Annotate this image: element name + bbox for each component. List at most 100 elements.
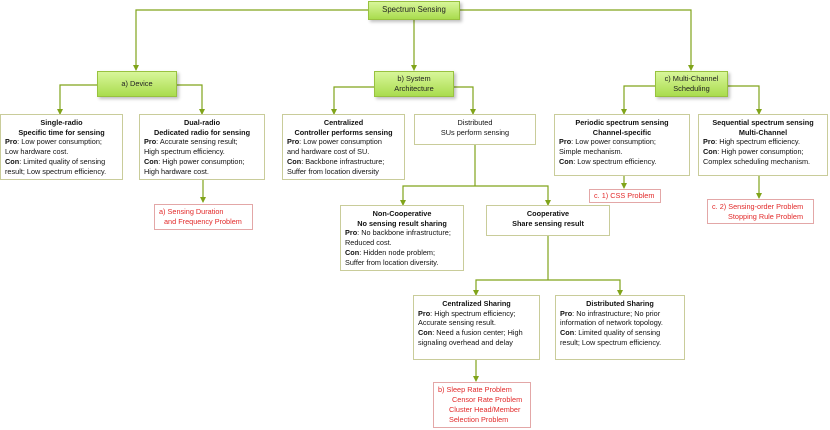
problem-line: Cluster Head/Member [449,404,521,414]
problem-line: Stopping Rule Problem [728,211,804,221]
connector-coop-distributed [548,279,623,296]
problem-line: c. 1) CSS Problem [594,191,655,200]
root-spectrum-sensing: Spectrum Sensing [368,1,460,20]
pro-label: Pro [418,308,431,318]
problem-line: Selection Problem [449,414,509,424]
box-heading: Centralized [323,118,364,127]
category-multi-channel-scheduling: c) Multi-Channel Scheduling [655,71,728,97]
category-multichannel-line: c) Multi-Channel [664,74,719,84]
category-device: a) Device [97,71,177,97]
pro-text: : Low power consumption [299,137,382,147]
con-label: Con [703,147,718,157]
problem-line: b) Sleep Rate Problem [438,385,512,394]
pro-line: information of network topology. [560,318,663,328]
con-text: : High power consumption; [717,147,804,157]
con-line: Suffer from location diversity. [345,257,439,267]
box-heading: Specific time for sensing [18,127,105,137]
category-multichannel-line: Scheduling [673,84,710,93]
con-label: Con [560,328,575,338]
problem-b-box: b) Sleep Rate Problem Censor Rate Proble… [433,382,531,428]
pro-label: Pro [287,137,300,147]
connector-root-multichannel [460,9,694,71]
connector-arch-centralized [331,86,374,115]
con-line: signaling overhead and delay [418,337,513,347]
con-line: Con: Backbone infrastructure; [287,157,400,167]
pro-line: Pro: High spectrum efficiency; [418,309,535,319]
pro-line: High spectrum efficiency. [144,147,225,157]
dual-radio-box: Dual-radio Dedicated radio for sensing P… [139,114,265,180]
problem-line: c. 2) Sensing-order Problem [712,202,804,211]
connector-mc-sequential [728,85,762,115]
pro-text: : No backbone infrastructure; [357,228,451,238]
con-text: : Low spectrum efficiency. [573,156,657,166]
box-heading: Controller performs sensing [294,127,393,137]
box-heading: No sensing result sharing [357,218,447,228]
con-text: : Limited quality of sensing [574,328,661,338]
con-text: : Backbone infrastructure; [301,156,385,166]
connector-root-device [133,9,368,71]
con-label: Con [345,247,360,257]
connector-arch-distributed [454,86,476,115]
pro-text: : Low power consumption; [571,137,656,147]
pro-text: : No infrastructure; No prior [572,308,661,318]
box-heading: Periodic spectrum sensing [575,118,669,127]
cooperative-box: Cooperative Share sensing result [486,205,610,236]
distributed-sharing-box: Distributed Sharing Pro: No infrastructu… [555,295,685,360]
con-line: Con: Limited quality of sensing [5,157,118,167]
box-heading: Dedicated radio for sensing [153,127,251,137]
con-line: Con: Hidden node problem; [345,248,459,258]
box-heading: Distributed [457,118,493,127]
distributed-box: Distributed SUs perform sensing [414,114,536,145]
category-architecture-line: b) System [397,74,431,84]
single-radio-box: Single-radio Specific time for sensing P… [0,114,123,180]
con-line: Con: Limited quality of sensing [560,328,680,338]
con-line: Con: Need a fusion center; High [418,328,535,338]
con-label: Con [287,156,302,166]
problem-c2-box: c. 2) Sensing-order Problem Stopping Rul… [707,199,814,224]
connector-mc-periodic [621,85,655,115]
box-heading: Distributed Sharing [586,299,654,308]
pro-label: Pro [345,228,358,238]
pro-label: Pro [703,137,716,147]
pro-line: Simple mechanism. [559,147,623,157]
pro-line: Pro: Low power consumption; [559,137,685,147]
pro-line: Accurate sensing result. [418,318,496,328]
periodic-sensing-box: Periodic spectrum sensing Channel-specif… [554,114,690,176]
root-title: Spectrum Sensing [382,5,446,15]
con-label: Con [144,156,159,166]
pro-text: : High spectrum efficiency; [430,308,516,318]
con-text: : Limited quality of sensing [19,156,106,166]
box-heading: Multi-Channel [738,127,788,137]
connector-device-dual [177,84,205,115]
box-heading: Sequential spectrum sensing [712,118,814,127]
non-cooperative-box: Non-Cooperative No sensing result sharin… [340,205,464,271]
con-label: Con [559,156,574,166]
con-line: Suffer from location diversity [287,166,379,176]
connector-distributed-noncoop [400,185,475,206]
connector-distributed-coop [475,185,551,206]
pro-line: Low hardware cost. [5,147,69,157]
problem-line: Censor Rate Problem [452,394,523,404]
pro-label: Pro [144,137,157,147]
con-line: Con: Low spectrum efficiency. [559,157,685,167]
box-heading: Dual-radio [183,118,221,127]
box-heading: Single-radio [40,118,83,127]
pro-label: Pro [5,137,18,147]
con-line: High hardware cost. [144,166,209,176]
pro-line: Pro: Accurate sensing result; [144,137,260,147]
centralized-box: Centralized Controller performs sensing … [282,114,405,180]
pro-line: Reduced cost. [345,238,392,248]
problem-c1-box: c. 1) CSS Problem [589,189,661,203]
pro-label: Pro [560,308,573,318]
pro-line: Pro: Low power consumption [287,137,400,147]
category-device-label: a) Device [121,79,153,89]
category-system-architecture: b) System Architecture [374,71,454,97]
con-text: : High power consumption; [158,156,245,166]
con-line: Con: High power consumption; [144,157,260,167]
box-heading: Non-Cooperative [372,209,432,218]
problem-line: and Frequency Problem [164,216,242,226]
con-line: Con: High power consumption; [703,147,823,157]
con-label: Con [418,328,433,338]
